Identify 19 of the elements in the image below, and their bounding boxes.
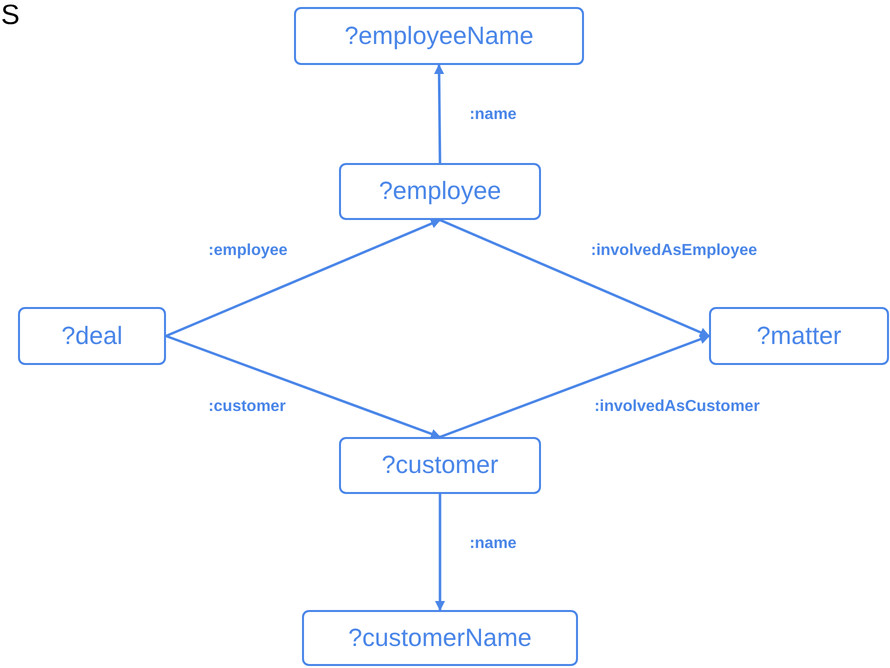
cropped-letter: S bbox=[1, 1, 20, 29]
variable-box bbox=[339, 163, 541, 220]
variable-name: ?customer bbox=[382, 451, 498, 480]
arrow bbox=[440, 334, 710, 438]
arrow bbox=[166, 218, 441, 338]
arrow bbox=[440, 218, 710, 338]
variable-name: ?matter bbox=[756, 322, 842, 350]
arrow bbox=[434, 64, 444, 164]
variable-box bbox=[302, 610, 578, 666]
variable-box bbox=[18, 307, 166, 365]
arrow bbox=[435, 494, 445, 611]
variable-box bbox=[709, 307, 889, 365]
arrow bbox=[166, 334, 441, 439]
variable-name: ?deal bbox=[61, 322, 123, 350]
variable-name: ?employeeName bbox=[344, 22, 534, 50]
variable-name: ?customerName bbox=[348, 624, 532, 652]
variable-box bbox=[339, 437, 541, 494]
variable-box bbox=[294, 7, 584, 65]
variable-name: ?employee bbox=[378, 177, 502, 206]
